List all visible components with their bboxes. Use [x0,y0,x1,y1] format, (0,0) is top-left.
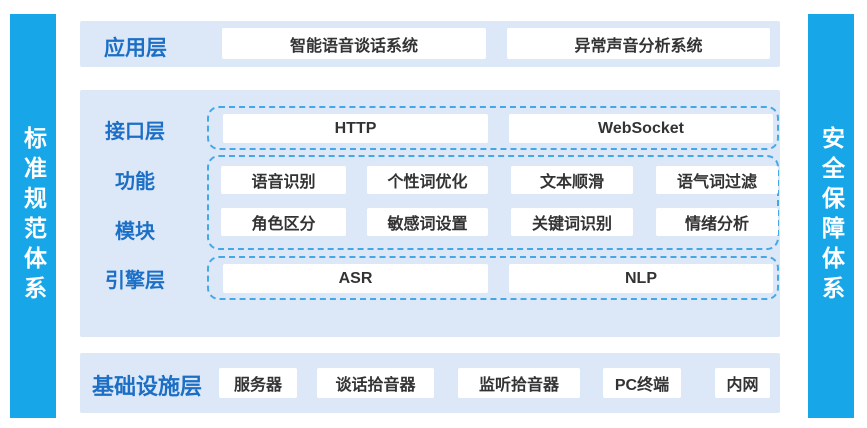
node-monitoring-microphone: 监听拾音器 [458,368,580,398]
node-intranet: 内网 [715,368,770,398]
pillar-standards-label: 标准规范体系 [20,126,47,306]
node-keyword-recognition: 关键词识别 [511,208,633,236]
pillar-security: 安全保障体系 [808,14,854,418]
band-infrastructure-layer: 基础设施层 服务器 谈话拾音器 监听拾音器 PC终端 内网 [80,353,780,413]
function-modules-label-line1: 功能 [115,171,155,193]
function-modules-label-line2: 模块 [115,221,155,243]
node-asr: ASR [223,264,488,293]
node-text-smoothing: 文本顺滑 [511,166,633,194]
node-websocket: WebSocket [509,114,773,143]
application-layer-label: 应用层 [104,37,167,60]
node-http: HTTP [223,114,488,143]
pillar-security-label: 安全保障体系 [818,126,845,306]
node-pc-terminal: PC终端 [603,368,681,398]
node-personalized-word-optimization: 个性词优化 [367,166,488,194]
node-speaker-role-separation: 角色区分 [221,208,346,236]
node-intelligent-voice-talk-system: 智能语音谈话系统 [222,28,486,59]
function-modules-group: 语音识别 个性词优化 文本顺滑 语气词过滤 角色区分 敏感词设置 关键词识别 情… [207,155,779,250]
infrastructure-layer-label: 基础设施层 [92,374,203,399]
node-conversation-microphone: 谈话拾音器 [317,368,434,398]
band-middle-layers: 接口层 功能 模块 引擎层 HTTP WebSocket 语音识别 个性词优化 … [80,90,780,337]
node-server: 服务器 [219,368,297,398]
pillar-standards: 标准规范体系 [10,14,56,418]
node-nlp: NLP [509,264,773,293]
node-speech-recognition: 语音识别 [221,166,346,194]
node-filler-word-filtering: 语气词过滤 [656,166,778,194]
interface-layer-group: HTTP WebSocket [207,106,779,150]
engine-layer-group: ASR NLP [207,256,779,300]
band-application-layer: 应用层 智能语音谈话系统 异常声音分析系统 [80,21,780,67]
node-abnormal-sound-analysis-system: 异常声音分析系统 [507,28,770,59]
node-emotion-analysis: 情绪分析 [656,208,778,236]
interface-layer-label: 接口层 [105,121,165,143]
engine-layer-label: 引擎层 [105,270,165,292]
node-sensitive-word-settings: 敏感词设置 [367,208,488,236]
